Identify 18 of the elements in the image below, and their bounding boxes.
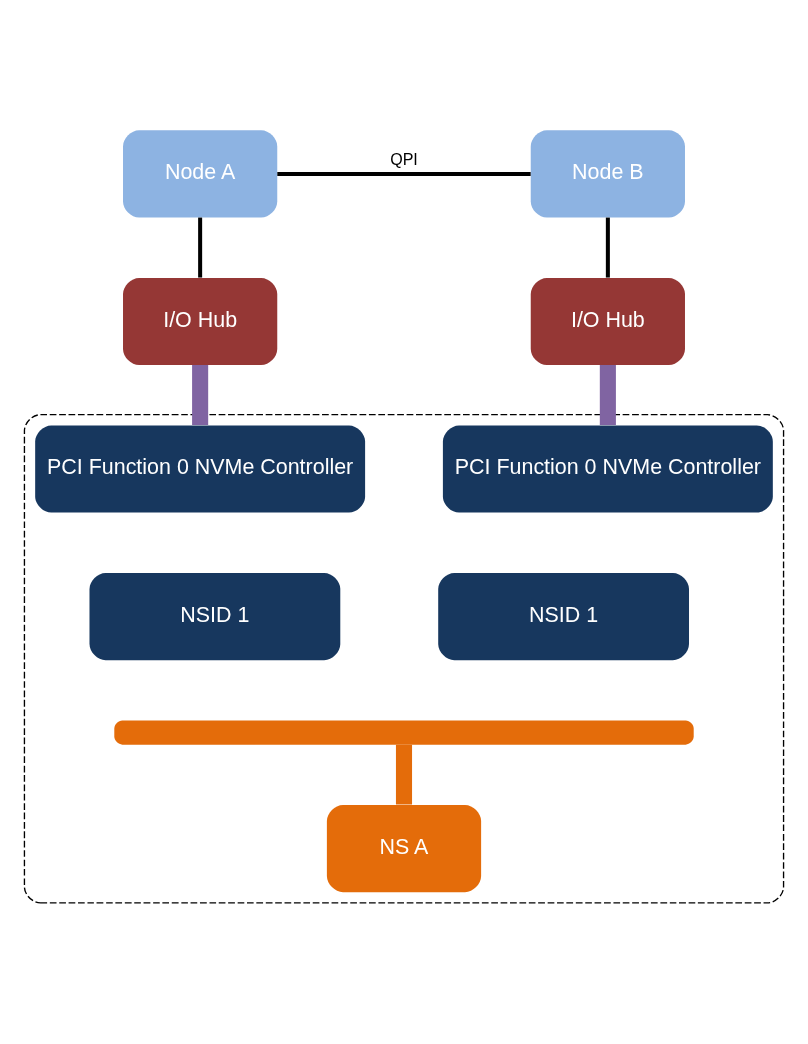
- node-box: Node A: [123, 130, 278, 218]
- connector: [599, 365, 616, 426]
- node-box: NSID 1: [89, 572, 341, 661]
- node-box: NSID 1: [438, 572, 689, 661]
- node-bar: [114, 720, 694, 745]
- connector: [198, 217, 203, 278]
- edge-label: QPI: [390, 150, 418, 169]
- connector: [395, 744, 413, 805]
- connector: [192, 365, 209, 426]
- node-box: I/O Hub: [123, 277, 278, 366]
- connector: [277, 171, 531, 176]
- node-box: I/O Hub: [530, 277, 685, 366]
- node-box: PCI Function 0 NVMe Controller: [442, 425, 773, 513]
- node-box: PCI Function 0 NVMe Controller: [35, 425, 366, 513]
- connector: [605, 217, 610, 278]
- node-box: Node B: [530, 130, 685, 218]
- node-box: NS A: [326, 805, 482, 893]
- cluster: [23, 414, 785, 904]
